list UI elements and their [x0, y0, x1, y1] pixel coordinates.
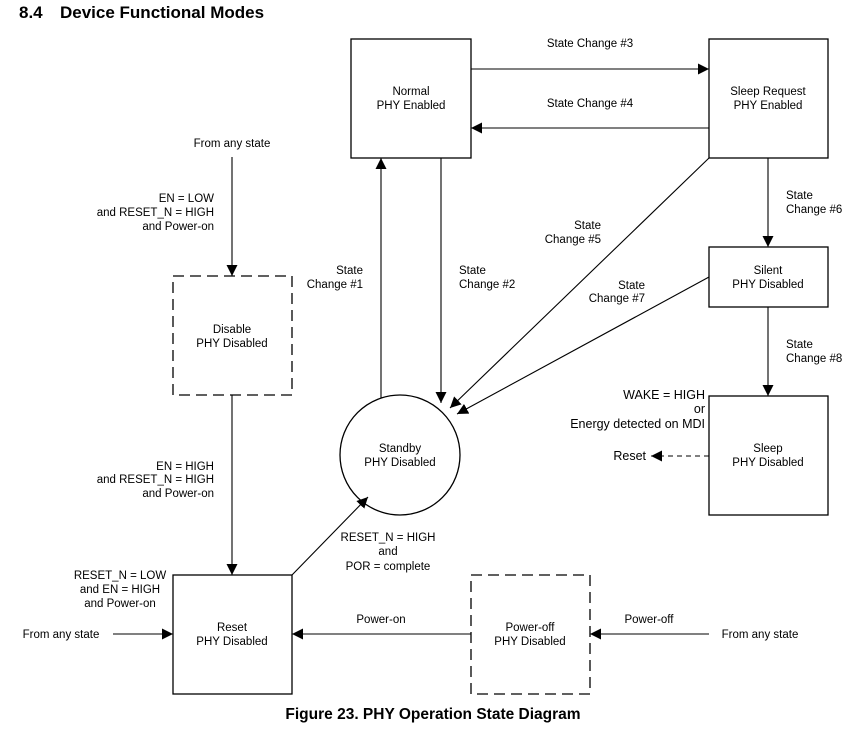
transition-state-change-7: State Change #7 [456, 276, 710, 415]
state-sleep: Sleep PHY Disabled [708, 395, 829, 516]
arrow-diagonal [291, 496, 369, 576]
state-sub: PHY Disabled [494, 636, 565, 648]
transition-state-change-4: State Change #4 [471, 98, 709, 134]
state-name: Sleep Request [730, 86, 806, 98]
transition-state-change-8: State Change #8 [762, 307, 842, 396]
state-disable: Disable PHY Disabled [172, 275, 293, 396]
condition-line3: and Power-on [142, 221, 214, 233]
transition-label-line1: State [459, 265, 486, 277]
from-any-state-label: From any state [194, 138, 271, 150]
transition-label: Power-on [356, 614, 405, 626]
wake-condition-line2: or [694, 402, 705, 416]
transition-state-change-6: State Change #6 [762, 158, 842, 247]
transition-label-line2: Change #2 [459, 279, 515, 291]
state-silent: Silent PHY Disabled [708, 246, 829, 308]
state-sub: PHY Enabled [734, 100, 803, 112]
condition-line2: and RESET_N = HIGH [97, 207, 214, 219]
condition-line2: and EN = HIGH [80, 584, 160, 596]
condition-line1: EN = LOW [159, 193, 214, 205]
transition-poweroff-to-reset: Power-on [292, 614, 471, 640]
transition-label-line1: State [786, 190, 813, 202]
state-name: Normal [392, 86, 429, 98]
transition-label: State Change #4 [547, 98, 634, 110]
state-power-off: Power-off PHY Disabled [470, 574, 591, 695]
figure-caption: Figure 23. PHY Operation State Diagram [285, 706, 581, 723]
from-any-state-label: From any state [722, 629, 799, 641]
transition-label-line2: Change #8 [786, 353, 842, 365]
state-sleep-request: Sleep Request PHY Enabled [708, 38, 829, 159]
transition-state-change-3: State Change #3 [471, 38, 709, 75]
transition-label-line2: Change #5 [545, 234, 601, 246]
transition-label-line2: Change #7 [589, 293, 645, 305]
state-name: Sleep [753, 443, 782, 455]
condition-line1: EN = HIGH [156, 461, 214, 473]
state-name: Power-off [505, 622, 555, 634]
transition-label: Power-off [624, 614, 674, 626]
condition-line2: and RESET_N = HIGH [97, 474, 214, 486]
arrow-diagonal [456, 276, 710, 415]
wake-condition-line1: WAKE = HIGH [623, 388, 705, 402]
transition-disable-to-reset: EN = HIGH and RESET_N = HIGH and Power-o… [97, 395, 238, 575]
condition-line3: and Power-on [142, 488, 214, 500]
state-sub: PHY Disabled [364, 457, 435, 469]
transition-state-change-2: State Change #2 [435, 158, 515, 403]
state-standby: Standby PHY Disabled [339, 394, 461, 516]
state-sub: PHY Enabled [377, 100, 446, 112]
transition-any-to-reset: RESET_N = LOW and EN = HIGH and Power-on… [23, 570, 173, 641]
transition-state-change-5: State Change #5 [449, 157, 710, 409]
section-number: 8.4 [19, 3, 43, 22]
state-name: Silent [754, 265, 784, 277]
state-name: Disable [213, 324, 251, 336]
wake-condition-line3: Energy detected on MDI [570, 417, 705, 431]
state-sub: PHY Disabled [196, 636, 267, 648]
transition-label-line2: Change #6 [786, 204, 842, 216]
state-name: Standby [379, 443, 421, 455]
transition-label-line1: State [574, 220, 601, 232]
transition-label-line1: State [336, 265, 363, 277]
condition-line2: and [378, 546, 397, 558]
transition-reset-to-standby: RESET_N = HIGH and POR = complete [291, 496, 436, 576]
state-reset: Reset PHY Disabled [172, 574, 293, 695]
from-any-state-label: From any state [23, 629, 100, 641]
section-heading: 8.4 Device Functional Modes [19, 3, 264, 23]
transition-sleep-to-reset: WAKE = HIGH or Energy detected on MDI Re… [570, 388, 709, 463]
transition-label: State Change #3 [547, 38, 633, 50]
section-title: Device Functional Modes [60, 3, 265, 22]
transition-any-to-disable: From any state EN = LOW and RESET_N = HI… [97, 138, 271, 276]
state-sub: PHY Disabled [732, 279, 803, 291]
transition-any-to-poweroff: Power-off From any state [590, 614, 798, 641]
state-name: Reset [217, 622, 248, 634]
state-normal: Normal PHY Enabled [350, 38, 472, 159]
arrow-diagonal [449, 157, 710, 409]
transition-label-line1: State [618, 280, 645, 292]
state-sub: PHY Disabled [196, 338, 267, 350]
condition-line3: and Power-on [84, 598, 156, 610]
condition-line1: RESET_N = LOW [74, 570, 166, 582]
condition-line3: POR = complete [346, 561, 431, 573]
transition-label-line2: Change #1 [307, 279, 363, 291]
transition-label-line1: State [786, 339, 813, 351]
reset-target-label: Reset [613, 449, 646, 463]
transition-state-change-1: State Change #1 [307, 158, 387, 398]
condition-line1: RESET_N = HIGH [341, 532, 436, 544]
state-sub: PHY Disabled [732, 457, 803, 469]
